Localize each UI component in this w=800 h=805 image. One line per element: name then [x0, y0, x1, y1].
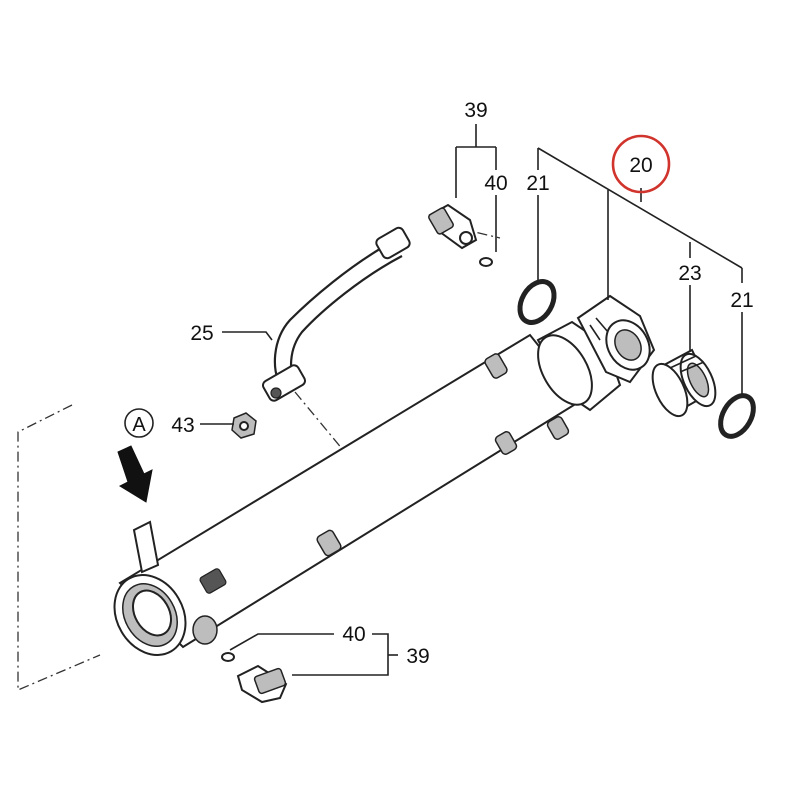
elbow-fitting-top [428, 203, 478, 250]
callout-21-right: 21 [730, 289, 753, 312]
elbow-fitting-bottom [236, 664, 288, 704]
callout-25: 25 [190, 322, 213, 345]
cylinder-tube [113, 294, 656, 656]
oring-21-left [517, 279, 557, 325]
nut-43 [231, 412, 257, 439]
highlight-ring [611, 134, 671, 194]
callout-23: 23 [678, 262, 701, 285]
oring-21-right [718, 393, 756, 439]
callout-40-top: 40 [484, 172, 507, 195]
leader-lines [200, 124, 743, 676]
callout-20: 20 [629, 154, 652, 177]
callout-43: 43 [171, 414, 194, 437]
oring-top-small [479, 257, 493, 267]
view-arrow-a [117, 408, 154, 503]
callout-39-top: 39 [464, 99, 487, 122]
view-marker-label: A [132, 414, 146, 436]
bushing-23 [651, 348, 717, 418]
down-arrow-icon [117, 445, 153, 503]
callout-21-left: 21 [526, 172, 549, 195]
oring-bottom-small [221, 652, 235, 662]
view-marker-circle [124, 408, 154, 438]
pipe-25 [262, 226, 411, 402]
callout-39-bottom: 39 [406, 645, 429, 668]
callout-40-bottom: 40 [342, 623, 365, 646]
